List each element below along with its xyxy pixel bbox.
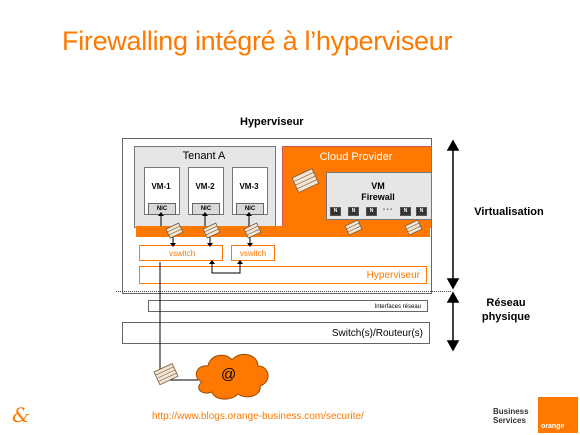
- firewall-icon: [153, 168, 423, 386]
- interfaces-bar: Interfaces réseau: [148, 300, 428, 312]
- reseau-line1: Réseau: [486, 297, 526, 309]
- internet-cloud-icon: [195, 353, 269, 400]
- vm-firewall-line1: VM: [371, 181, 385, 191]
- brand-line1: Business: [493, 407, 529, 416]
- vm-firewall-nic: N: [416, 207, 427, 216]
- vm-firewall-nic: N: [330, 207, 341, 216]
- brand-ampersand: &: [12, 403, 30, 427]
- slide-title: Firewalling intégré à l’hyperviseur: [62, 26, 453, 56]
- brand-line2: Services: [493, 416, 526, 425]
- switch-router-bar: Switch(s)/Routeur(s): [122, 322, 430, 344]
- vm-firewall-nic: N: [400, 207, 411, 216]
- blog-url-link[interactable]: http://www.blogs.orange-business.com/sec…: [152, 411, 364, 422]
- vm-firewall-label: VM Firewall: [326, 181, 430, 203]
- virtualisation-label: Virtualisation: [474, 206, 544, 218]
- vm-2-label: VM-2: [195, 182, 215, 191]
- business-services-label: Business Services: [493, 407, 529, 425]
- hyperviseur-heading: Hyperviseur: [240, 116, 304, 128]
- cloud-provider-label: Cloud Provider: [319, 151, 393, 163]
- vm-3-label: VM-3: [239, 182, 259, 191]
- tenant-label: Tenant A: [182, 150, 226, 162]
- vswitch-1: vswitch: [139, 245, 223, 261]
- reseau-physique-label: Réseau physique: [466, 296, 546, 324]
- orange-logo: orange: [538, 397, 578, 433]
- vm-firewall-box: [326, 172, 432, 220]
- hyperviseur-bar: Hyperviseur: [139, 266, 427, 284]
- orange-logo-text: orange: [541, 423, 565, 430]
- internet-at-label: @: [221, 366, 237, 383]
- physical-divider: [116, 291, 451, 292]
- vm-firewall-line2: Firewall: [361, 192, 395, 202]
- vm-firewall-nic: N: [348, 207, 359, 216]
- reseau-line2: physique: [481, 311, 531, 323]
- vswitch-2: vswitch: [231, 245, 275, 261]
- vm-firewall-nic: N: [366, 207, 377, 216]
- orange-bus-bar: [136, 226, 430, 237]
- vm-1-label: VM-1: [151, 182, 171, 191]
- nic-ellipsis: - - -: [383, 207, 393, 213]
